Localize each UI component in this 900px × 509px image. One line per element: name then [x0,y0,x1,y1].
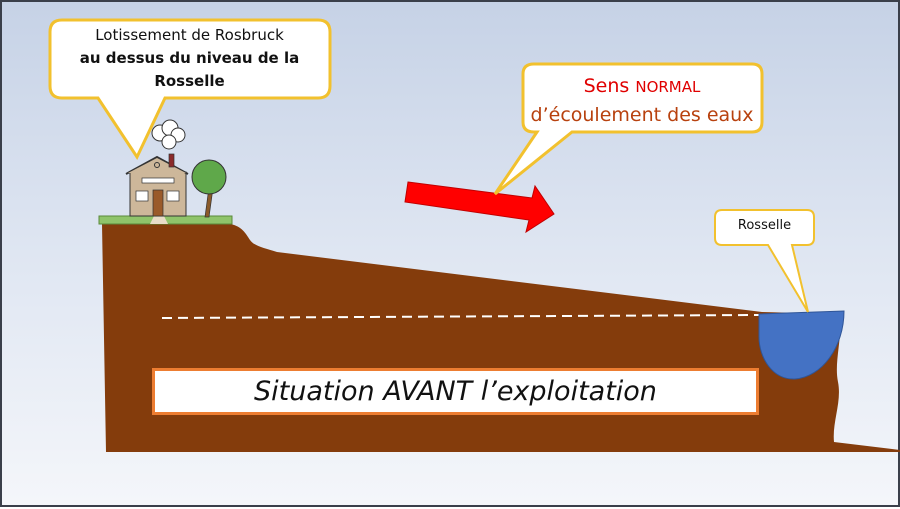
callout-lotissement-bubble [48,18,332,161]
river-rosselle [758,310,845,380]
callout-sens-text: Sens NORMAL d’écoulement des eaux [524,72,760,129]
sens-word: Sens [583,75,630,97]
callout-rosselle-bubble [714,209,815,313]
callout-lotissement-line1: Lotissement de Rosbruck [95,26,284,44]
water-table-line [161,314,760,319]
situation-label-box: Situation AVANT l’exploitation [152,368,759,415]
callout-sens-bubble [493,62,764,196]
walkway [150,216,168,224]
callout-lotissement-line2: au dessus du niveau de la [79,49,300,67]
callout-lotissement-text: Lotissement de Rosbruck au dessus du niv… [52,24,327,93]
tree-icon [191,159,227,218]
callout-lotissement-line3: Rosselle [154,72,225,90]
sens-line2: d’écoulement des eaux [530,104,754,126]
smoke-cloud-icon [151,119,186,150]
house-icon [125,153,189,217]
flow-direction-arrow [404,181,555,234]
callout-rosselle-text: Rosselle [737,218,792,233]
normal-word: NORMAL [635,78,701,96]
